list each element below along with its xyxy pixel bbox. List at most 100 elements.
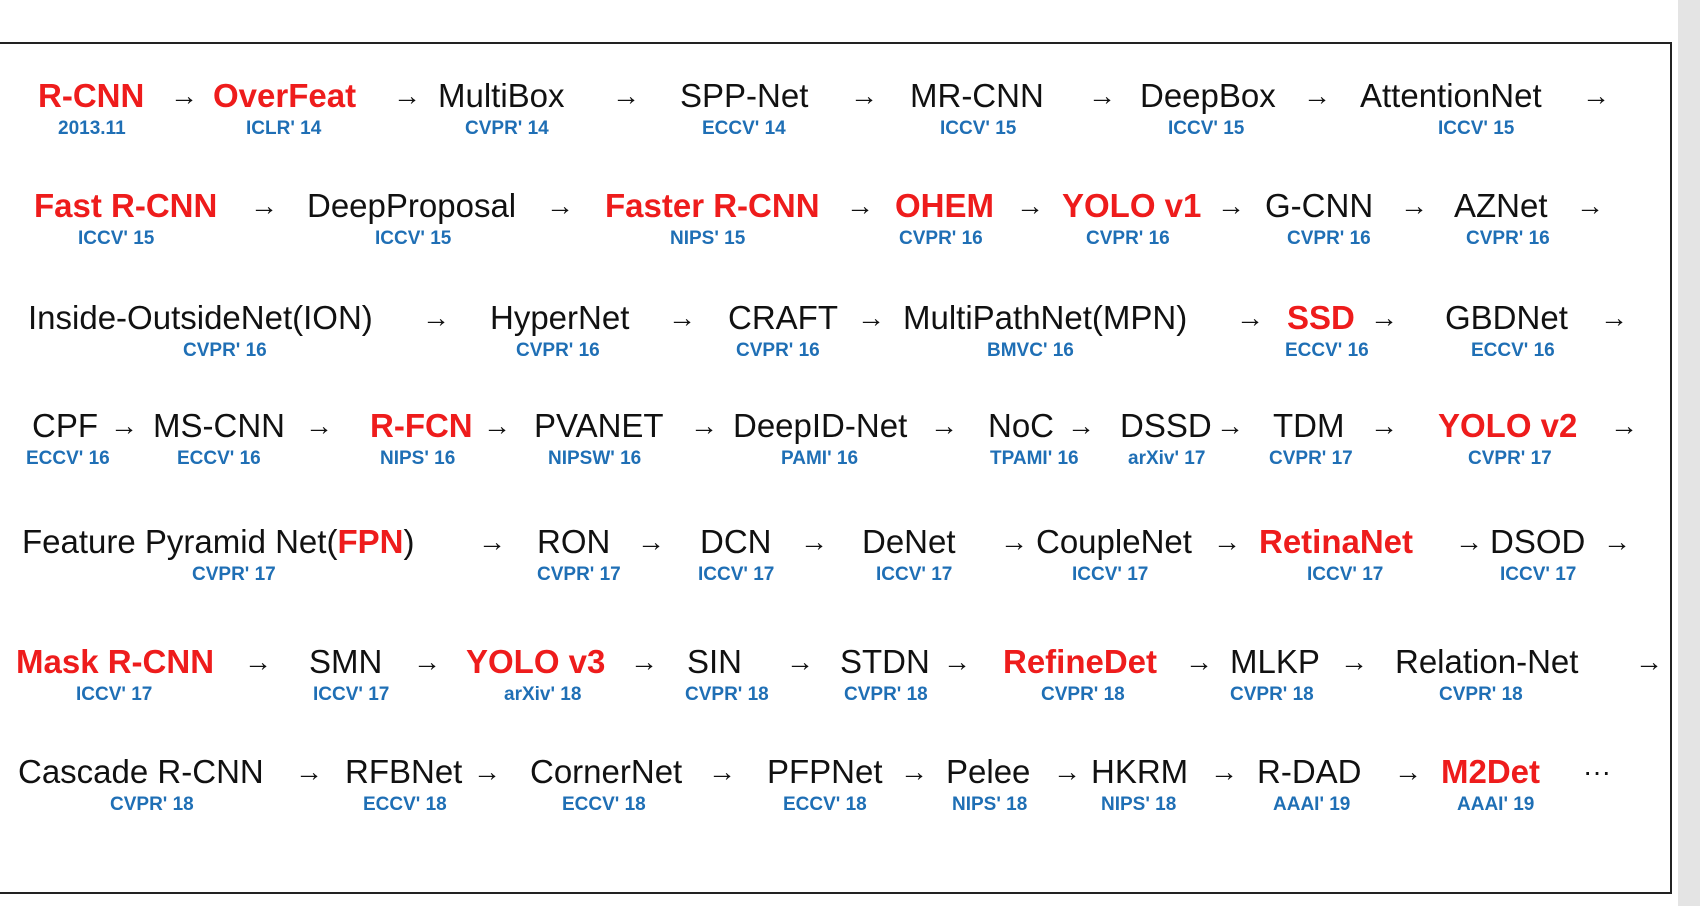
arrow-right-icon: → xyxy=(473,756,501,787)
venue-label: ICCV' 15 xyxy=(1168,118,1245,139)
model-name: Feature Pyramid Net(FPN) xyxy=(22,522,414,562)
model-name: Inside-OutsideNet(ION) xyxy=(28,299,373,336)
arrow-right-icon: → xyxy=(690,410,718,441)
model-name: M2Det xyxy=(1441,753,1541,790)
model-name: MR-CNN xyxy=(910,77,1044,114)
model-name: Fast R-CNN xyxy=(34,187,218,224)
venue-label: CVPR' 18 xyxy=(685,684,769,705)
venue-label: CVPR' 16 xyxy=(899,228,983,249)
venue-label: ICCV' 17 xyxy=(313,684,390,705)
venue-label: AAAI' 19 xyxy=(1273,794,1351,815)
venue-label: CVPR' 14 xyxy=(465,118,549,139)
venue-label: ECCV' 18 xyxy=(783,794,867,815)
arrow-right-icon: → xyxy=(1185,646,1213,677)
model-name: STDN xyxy=(840,643,930,680)
model-name: SPP-Net xyxy=(680,77,809,114)
arrow-right-icon: → xyxy=(393,80,421,111)
model-name: Cascade R-CNN xyxy=(18,753,264,790)
arrow-right-icon: → xyxy=(1370,410,1398,441)
venue-label: ICCV' 17 xyxy=(1072,564,1149,585)
arrow-right-icon: → xyxy=(668,302,696,333)
arrow-right-icon: → xyxy=(546,190,574,221)
model-name: YOLO v2 xyxy=(1438,407,1578,444)
arrow-right-icon: → xyxy=(708,756,736,787)
arrow-right-icon: → xyxy=(1216,410,1244,441)
venue-label: CVPR' 17 xyxy=(1269,448,1353,469)
model-name: DeNet xyxy=(862,523,956,560)
window-edge-strip xyxy=(1678,0,1700,906)
model-name: AttentionNet xyxy=(1360,77,1542,114)
model-name: HyperNet xyxy=(490,299,630,336)
venue-label: 2013.11 xyxy=(58,118,126,139)
venue-label: NIPS' 18 xyxy=(952,794,1028,815)
arrow-right-icon: → xyxy=(857,302,885,333)
venue-label: CVPR' 18 xyxy=(1230,684,1314,705)
venue-label: ECCV' 18 xyxy=(363,794,447,815)
venue-label: ECCV' 16 xyxy=(177,448,261,469)
arrow-right-icon: → xyxy=(1610,410,1638,441)
venue-label: ECCV' 16 xyxy=(26,448,110,469)
model-name: Mask R-CNN xyxy=(16,643,215,680)
arrow-right-icon: → xyxy=(170,80,198,111)
venue-label: BMVC' 16 xyxy=(987,340,1074,361)
arrow-right-icon: → xyxy=(1236,302,1264,333)
arrow-right-icon: → xyxy=(800,526,828,557)
model-name: RetinaNet xyxy=(1259,523,1414,560)
model-name: CPF xyxy=(32,407,98,444)
venue-label: ECCV' 16 xyxy=(1471,340,1555,361)
arrow-right-icon: → xyxy=(295,756,323,787)
arrow-right-icon: → xyxy=(1635,646,1663,677)
arrow-right-icon: → xyxy=(1213,526,1241,557)
venue-label: TPAMI' 16 xyxy=(990,448,1079,469)
model-name: YOLO v3 xyxy=(466,643,606,680)
model-name: MLKP xyxy=(1230,643,1320,680)
model-name: MultiPathNet(MPN) xyxy=(903,299,1188,336)
model-name: HKRM xyxy=(1091,753,1189,790)
arrow-right-icon: → xyxy=(612,80,640,111)
arrow-right-icon: → xyxy=(1394,756,1422,787)
venue-label: ECCV' 18 xyxy=(562,794,646,815)
venue-label: PAMI' 16 xyxy=(781,448,859,469)
venue-label: ICCV' 17 xyxy=(698,564,775,585)
model-name: YOLO v1 xyxy=(1062,187,1202,224)
model-name: DeepProposal xyxy=(307,187,517,224)
model-name: DCN xyxy=(700,523,772,560)
venue-label: CVPR' 16 xyxy=(1086,228,1170,249)
arrow-right-icon: → xyxy=(1210,756,1238,787)
arrow-right-icon: → xyxy=(1576,190,1604,221)
model-name-part: ) xyxy=(403,523,415,560)
model-name: NoC xyxy=(988,407,1055,444)
arrow-right-icon: → xyxy=(1016,190,1044,221)
arrow-right-icon: → xyxy=(413,646,441,677)
venue-label: CVPR' 17 xyxy=(537,564,621,585)
venue-label: ICCV' 15 xyxy=(940,118,1017,139)
arrow-right-icon: → xyxy=(250,190,278,221)
model-name: PVANET xyxy=(534,407,664,444)
model-name: RFBNet xyxy=(345,753,463,790)
arrow-right-icon: → xyxy=(1370,302,1398,333)
model-name: RON xyxy=(537,523,611,560)
venue-label: arXiv' 17 xyxy=(1128,448,1206,469)
arrow-right-icon: → xyxy=(846,190,874,221)
model-name-part: FPN xyxy=(337,523,404,560)
venue-label: CVPR' 18 xyxy=(110,794,194,815)
venue-label: ICCV' 15 xyxy=(1438,118,1515,139)
venue-label: ECCV' 16 xyxy=(1285,340,1369,361)
arrow-right-icon: → xyxy=(478,526,506,557)
model-name: CRAFT xyxy=(728,299,838,336)
venue-label: ICCV' 15 xyxy=(78,228,155,249)
arrow-right-icon: → xyxy=(244,646,272,677)
model-name-part: Feature Pyramid Net( xyxy=(22,523,338,560)
model-name: DSSD xyxy=(1120,407,1212,444)
model-name: R-DAD xyxy=(1257,753,1362,790)
arrow-right-icon: → xyxy=(1455,526,1483,557)
arrow-right-icon: → xyxy=(1400,190,1428,221)
model-name: SSD xyxy=(1287,299,1355,336)
arrow-right-icon: → xyxy=(110,410,138,441)
model-name: MultiBox xyxy=(438,77,565,114)
arrow-right-icon: → xyxy=(630,646,658,677)
